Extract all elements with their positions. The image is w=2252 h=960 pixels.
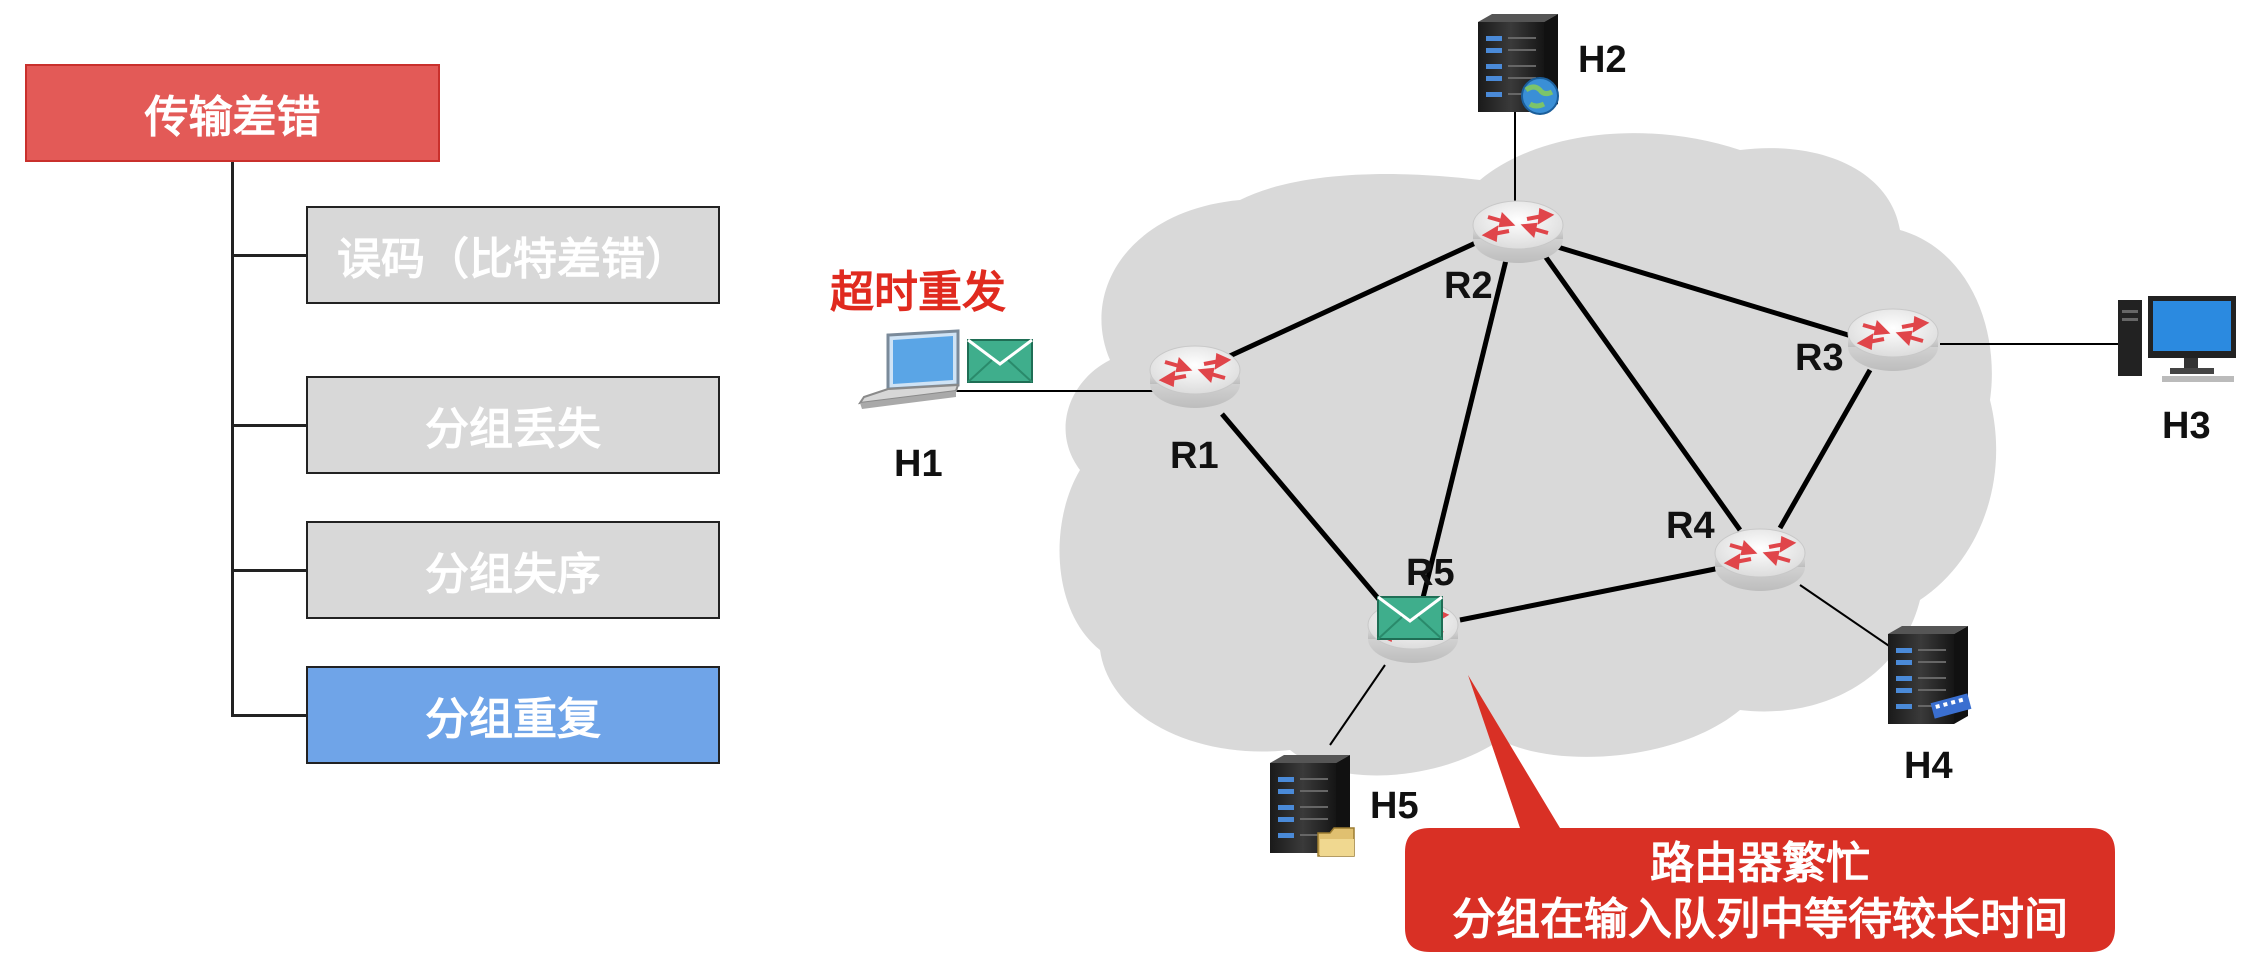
tree-branch-4 (231, 714, 306, 717)
callout-line-2: 分组在输入队列中等待较长时间 (1452, 894, 2068, 945)
tree-item-packet-reorder: 分组失序 (306, 521, 720, 619)
callout-line-1: 路由器繁忙 (1650, 838, 1870, 889)
tree-item-packet-loss: 分组丢失 (306, 376, 720, 474)
desktop-h3 (2118, 296, 2236, 382)
callout-bubble (1405, 675, 2115, 952)
folder-icon (1317, 827, 1355, 857)
server-h2 (1477, 13, 1559, 115)
label-r5: R5 (1406, 552, 1455, 594)
laptop-h1 (857, 329, 960, 409)
timeout-retransmit-label: 超时重发 (830, 267, 1006, 318)
callout-text: 路由器繁忙 分组在输入队列中等待较长时间 (1410, 836, 2110, 948)
tree-branch-1 (231, 254, 306, 257)
server-h5 (1269, 754, 1355, 857)
tree-item-packet-duplicate: 分组重复 (306, 666, 720, 764)
router-r2 (1471, 199, 1565, 265)
router-r4 (1713, 527, 1807, 593)
label-h1: H1 (894, 443, 943, 485)
access-links (955, 110, 2120, 746)
links (1193, 232, 1873, 623)
label-h4: H4 (1904, 745, 1953, 787)
tree-trunk (231, 162, 234, 717)
envelope-icon-r5 (1376, 595, 1444, 641)
server-h4 (1887, 625, 1972, 725)
tree-branch-3 (231, 569, 306, 572)
label-h2: H2 (1578, 39, 1627, 81)
tree-item-bit-error: 误码（比特差错） (306, 206, 720, 304)
router-r1 (1148, 344, 1242, 410)
label-h5: H5 (1370, 785, 1419, 827)
globe-icon (1521, 77, 1559, 115)
envelope-icon-h1 (966, 338, 1034, 384)
label-r1: R1 (1170, 435, 1219, 477)
network-cloud (1059, 133, 1997, 776)
label-r3: R3 (1795, 337, 1844, 379)
label-h3: H3 (2162, 405, 2211, 447)
film-icon (1930, 693, 1972, 719)
tree-root: 传输差错 (25, 64, 440, 162)
label-r2: R2 (1444, 265, 1493, 307)
router-r3 (1846, 307, 1940, 373)
tree-branch-2 (231, 424, 306, 427)
label-r4: R4 (1666, 505, 1715, 547)
